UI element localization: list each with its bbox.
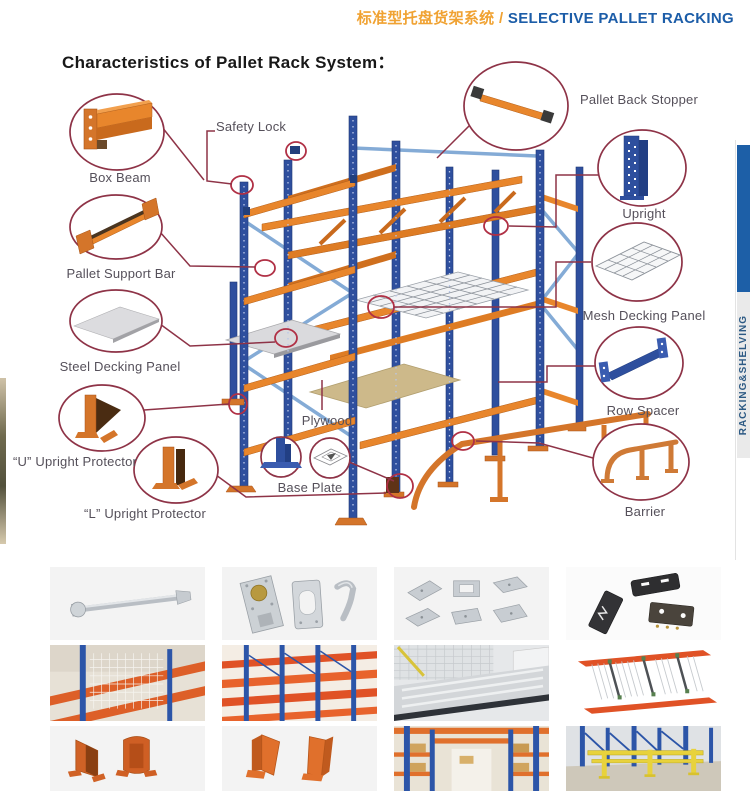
base-plate-drawing-icon [313,448,348,466]
steel-platform-decking-photo[interactable] [394,645,549,721]
steel-decking-panel-icon [73,306,160,343]
pallet-back-stopper-icon [470,85,555,124]
warehouse-aisle-racking-photo[interactable] [394,726,549,791]
callout-circles [58,61,690,504]
upright-holes [243,120,541,515]
u-upright-protectors-photo[interactable] [50,726,205,791]
header-title-english: SELECTIVE PALLET RACKING [507,10,734,27]
callout-label-mesh-decking-panel: Mesh Decking Panel [582,308,706,323]
row-spacer-icon [598,337,669,383]
barrier-icon [601,439,679,483]
content-right-divider [735,140,736,560]
callout-label-row-spacer: Row Spacer [606,403,680,418]
l-upright-protector-icon [152,446,198,490]
pallet-rack-diagram [58,61,690,526]
connector-lines [143,121,598,498]
header-separator: / [494,10,508,27]
mesh-decking-panel-icon [594,241,682,281]
callout-label-plywood: Plywood [301,413,353,428]
callout-label-pallet-support-bar: Pallet Support Bar [66,266,176,281]
l-upright-protectors-photo[interactable] [222,726,377,791]
page-header: 标准型托盘货架系统 / SELECTIVE PALLET RACKING [357,7,734,28]
installed-upright-protector [386,477,399,493]
page-title: Characteristics of Pallet Rack System： [62,53,395,72]
rack-steel-panel [224,319,342,358]
side-tab-label: RACKING&SHELVING [738,314,749,436]
black-connector-parts-photo[interactable] [566,567,721,640]
safety-lock-parts-photo[interactable] [222,567,377,640]
callout-label-u-upright-protector: “U” Upright Protector [12,454,138,469]
anchor-bolt-photo[interactable] [50,567,205,640]
wire-mesh-deck-panel-photo[interactable] [566,645,721,721]
callout-label-base-plate: Base Plate [277,480,343,495]
callout-label-barrier: Barrier [624,504,666,519]
callout-label-safety-lock: Safety Lock [216,119,287,134]
base-plate-icon [260,438,302,468]
upright-icon [620,135,648,200]
callout-label-box-beam: Box Beam [89,170,151,185]
pallet-rack-illustration [221,115,654,526]
product-gallery [50,567,721,791]
header-title-chinese: 标准型托盘货架系统 [356,10,495,27]
callout-label-pallet-back-stopper: Pallet Back Stopper [580,92,698,107]
side-tab-racking-shelving[interactable]: RACKING&SHELVING [737,292,750,458]
callout-label-steel-decking-panel: Steel Decking Panel [59,359,181,374]
u-upright-protector-icon [75,394,121,443]
base-plates [221,398,587,526]
yellow-guard-barrier-photo[interactable] [566,726,721,791]
rack-plywood-panel [308,363,462,409]
orange-rack-mesh-warehouse-photo[interactable] [50,645,205,721]
left-edge-sliver [0,378,6,544]
callout-label-upright: Upright [622,206,666,221]
pallet-support-bar-icon [75,197,160,255]
steel-brackets-photo[interactable] [394,567,549,640]
red-rack-structure-photo[interactable] [222,645,377,721]
callout-label-l-upright-protector: “L” Upright Protector [84,506,206,521]
side-tab-blue[interactable] [737,145,750,292]
safety-lock-clips [243,146,357,215]
box-beam-icon [83,100,153,150]
